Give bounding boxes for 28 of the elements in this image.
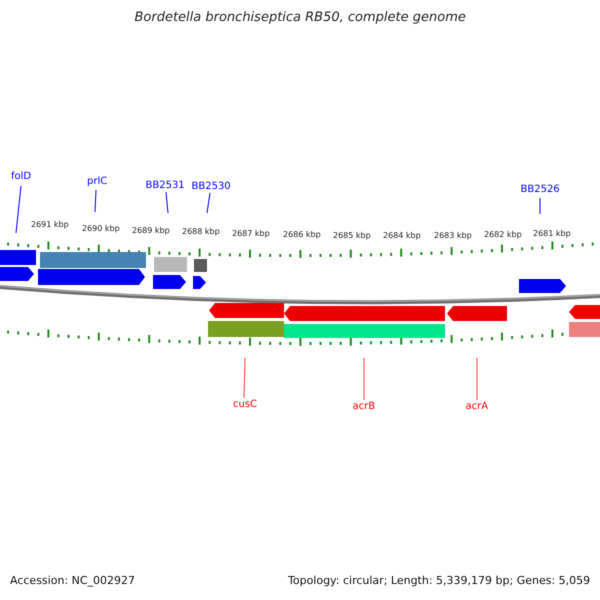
title: Bordetella bronchiseptica RB50, complete genome xyxy=(134,10,466,25)
scale-label: 2687 kbp xyxy=(232,229,270,238)
scale-label: 2690 kbp xyxy=(82,224,120,233)
scale-label: 2689 kbp xyxy=(132,226,170,235)
scale-label: 2685 kbp xyxy=(333,231,371,240)
scale-label: 2682 kbp xyxy=(484,230,522,239)
leader-line xyxy=(206,192,210,214)
leader-line xyxy=(94,190,96,212)
gene-label: prlC xyxy=(87,176,108,187)
scale-label: 2686 kbp xyxy=(283,230,321,239)
scale-label: 2691 kbp xyxy=(31,220,69,229)
gene-label: BB2531 xyxy=(146,180,185,191)
gene-label: cusC xyxy=(233,399,258,410)
scale-label: 2681 kbp xyxy=(533,229,571,238)
scale-label: 2683 kbp xyxy=(434,231,472,240)
scale-label: 2688 kbp xyxy=(182,227,220,236)
genome-summary: Topology: circular; Length: 5,339,179 bp; Genes: 5,059 xyxy=(288,574,590,587)
gene-label: acrB xyxy=(352,401,376,412)
leader-line xyxy=(244,358,246,398)
gene-label: folD xyxy=(11,171,32,182)
leader-line xyxy=(16,186,22,234)
gene-label: acrA xyxy=(466,401,488,412)
gene-label: BB2530 xyxy=(192,181,231,192)
leader-line xyxy=(476,358,478,400)
scale-label: 2684 kbp xyxy=(383,231,421,240)
gene-label: BB2526 xyxy=(520,184,560,195)
leader-line xyxy=(166,192,168,214)
accession-note: Accession: NC_002927 xyxy=(10,574,136,587)
